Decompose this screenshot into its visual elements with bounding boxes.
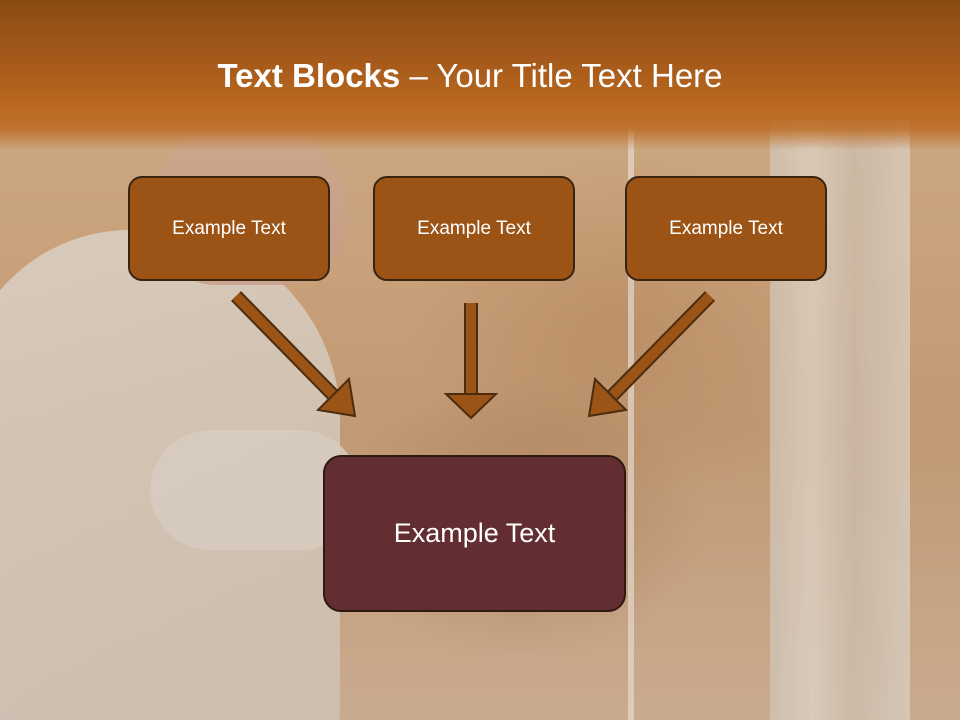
- text-block-3[interactable]: Example Text: [625, 176, 827, 281]
- arrow-left: [231, 291, 357, 418]
- title-bold-part: Text Blocks: [217, 57, 401, 94]
- slide-title: Text Blocks – Your Title Text Here: [0, 52, 940, 100]
- text-block-1-label: Example Text: [172, 217, 286, 239]
- main-text-block[interactable]: Example Text: [323, 455, 626, 612]
- background-rope: [628, 130, 634, 720]
- title-regular-part: – Your Title Text Here: [400, 57, 723, 94]
- main-text-block-label: Example Text: [393, 518, 556, 548]
- text-block-2-label: Example Text: [417, 217, 531, 239]
- arrow-right: [587, 291, 715, 418]
- text-block-1[interactable]: Example Text: [128, 176, 330, 281]
- arrow-center: [443, 303, 499, 420]
- text-block-2[interactable]: Example Text: [373, 176, 575, 281]
- text-block-3-label: Example Text: [669, 217, 783, 239]
- title-band: [0, 0, 960, 150]
